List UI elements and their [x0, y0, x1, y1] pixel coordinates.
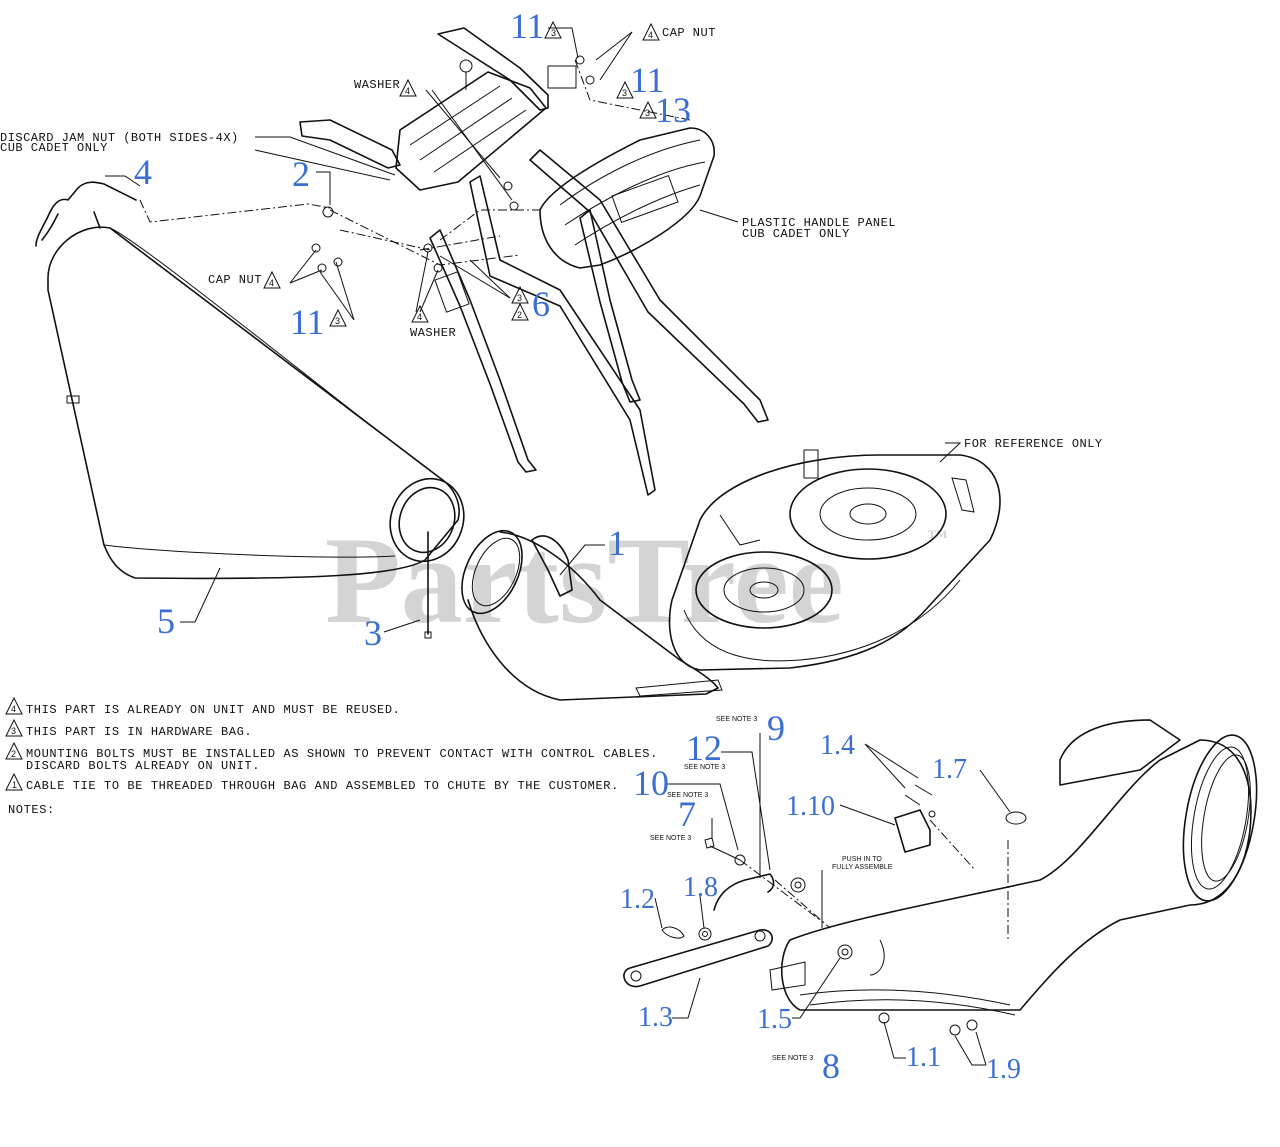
triangle-4-icon: 4 [399, 78, 417, 97]
callout-12: 12 [686, 728, 722, 768]
callout-11: 11 [290, 302, 325, 342]
triangle-3-icon: 3 [329, 308, 347, 327]
svg-text:3: 3 [551, 28, 556, 38]
svg-text:3: 3 [622, 88, 627, 98]
svg-text:4: 4 [417, 312, 422, 322]
callout-8: 8 [822, 1046, 840, 1086]
plastic-handle-panel-label: PLASTIC HANDLE PANEL [742, 216, 896, 230]
chute-assembly [623, 719, 1258, 1036]
callout-1-10: 1.10 [786, 791, 835, 822]
svg-text:4: 4 [648, 30, 653, 40]
svg-text:2: 2 [11, 749, 16, 759]
fasteners [311, 55, 595, 273]
notes: 4 THIS PART IS ALREADY ON UNIT AND MUST … [5, 696, 658, 817]
callout-4: 4 [134, 152, 152, 192]
note-2-continued: DISCARD BOLTS ALREADY ON UNIT. [26, 759, 260, 773]
callout-1-1: 1.1 [906, 1042, 941, 1073]
callout-1-3: 1.3 [638, 1002, 673, 1033]
cable-tie [424, 531, 432, 639]
see-note-label: SEE NOTE 3 [650, 835, 691, 842]
svg-text:3: 3 [517, 293, 522, 303]
assembly-lines [139, 59, 1009, 940]
svg-text:3: 3 [335, 316, 340, 326]
see-note-label: SEE NOTE 3 [667, 792, 708, 799]
discard-jam-nut-label: DISCARD JAM NUT (BOTH SIDES-4X) [0, 131, 239, 145]
callout-7: 7 [678, 794, 696, 834]
callout-10: 10 [633, 763, 669, 803]
callout-1-7: 1.7 [932, 754, 967, 785]
note-4: THIS PART IS ALREADY ON UNIT AND MUST BE… [26, 703, 400, 717]
triangle-3-icon: 3 [544, 20, 562, 39]
callout-3: 3 [364, 613, 382, 653]
bag-frame [35, 181, 137, 247]
plastic-handle-panel [539, 127, 715, 269]
discharge-chute [461, 529, 723, 701]
see-note-label: SEE NOTE 3 [772, 1055, 813, 1062]
svg-text:4: 4 [269, 278, 274, 288]
cub-cadet-only-label: CUB CADET ONLY [0, 141, 108, 155]
triangle-symbols: 3 4 3 3 4 4 3 4 [263, 20, 660, 327]
push-in-label: PUSH IN TO [842, 856, 882, 863]
triangle-4-icon: 4 [263, 270, 281, 289]
triangle-3-icon: 3 [616, 80, 634, 99]
callout-13: 13 [655, 90, 691, 130]
plastic-handle-panel-sublabel: CUB CADET ONLY [742, 227, 850, 241]
svg-text:4: 4 [11, 704, 16, 714]
callout-1: 1 [608, 523, 626, 563]
svg-text:3: 3 [645, 108, 650, 118]
svg-text:1: 1 [12, 780, 17, 790]
callout-9: 9 [767, 708, 785, 748]
cap-nut-label: CAP NUT [662, 26, 716, 40]
callout-1-8: 1.8 [683, 872, 718, 903]
callout-1-5: 1.5 [757, 1004, 792, 1035]
triangle-4-icon: 4 [642, 22, 660, 41]
fully-assemble-label: FULLY ASSEMBLE [832, 864, 893, 871]
cap-nut-label: CAP NUT [208, 273, 262, 287]
handle-assembly [299, 27, 769, 496]
washer-label: WASHER [354, 78, 400, 92]
note-3: THIS PART IS IN HARDWARE BAG. [26, 725, 252, 739]
note-1: CABLE TIE TO BE THREADED THROUGH BAG AND… [26, 779, 619, 793]
svg-text:2: 2 [517, 310, 522, 320]
callout-1-9: 1.9 [986, 1054, 1021, 1085]
callout-5: 5 [157, 601, 175, 641]
callout-1-2: 1.2 [620, 884, 655, 915]
see-note-label: SEE NOTE 3 [684, 764, 725, 771]
callout-6: 6 [532, 284, 550, 324]
triangle-3-icon: 3 [639, 100, 657, 119]
triangle-2-icon: 2 [511, 302, 529, 321]
triangle-4-icon: 4 [411, 304, 429, 323]
svg-text:3: 3 [11, 726, 16, 736]
washer-label: WASHER [410, 326, 456, 340]
callout-1-4: 1.4 [820, 730, 855, 761]
callout-11: 11 [630, 60, 665, 100]
callout-11: 11 [510, 6, 545, 46]
notes-heading: NOTES: [8, 803, 55, 817]
see-note-label: SEE NOTE 3 [716, 716, 757, 723]
callout-2: 2 [292, 154, 310, 194]
svg-text:4: 4 [405, 86, 410, 96]
leader-lines [105, 27, 1011, 1066]
note-2: MOUNTING BOLTS MUST BE INSTALLED AS SHOW… [26, 747, 658, 761]
for-reference-label: FOR REFERENCE ONLY [964, 437, 1103, 451]
grass-bag [47, 226, 465, 580]
